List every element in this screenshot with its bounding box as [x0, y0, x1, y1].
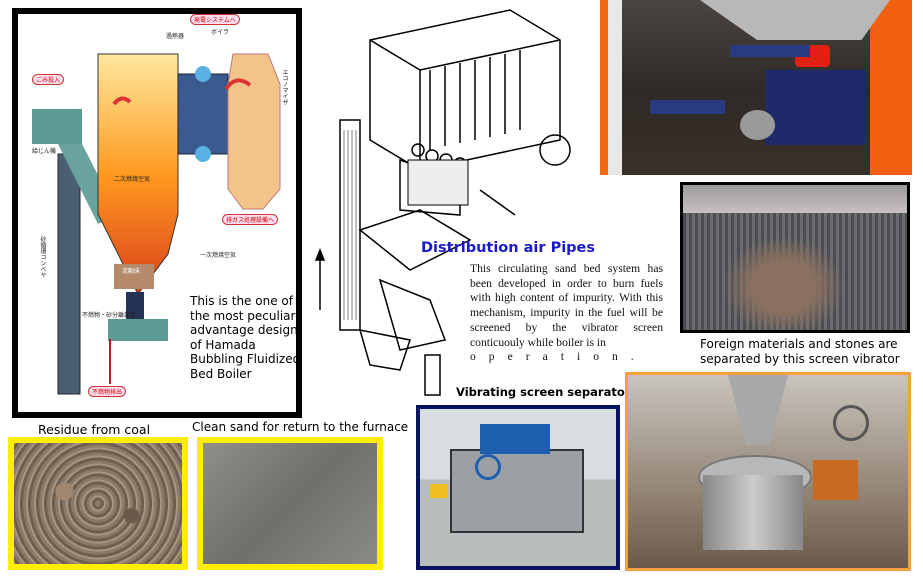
foreign-materials-caption: Foreign materials and stones are separat… — [700, 337, 900, 366]
screen-vibrator-photo — [680, 182, 910, 333]
label-fluid-bed: 流動床 — [122, 268, 141, 275]
residue-caption: Residue from coal — [38, 422, 151, 437]
orange-bin — [813, 460, 858, 500]
label-feeder: 給じん機 — [32, 148, 57, 155]
label-waste-input: ごみ投入 — [32, 74, 65, 85]
motor — [430, 484, 448, 498]
label-boiler: ボイラ — [211, 29, 230, 36]
system-description-text: This circulating sand bed system has bee… — [470, 262, 663, 349]
residue-photo — [8, 437, 188, 570]
vibrator-drum — [703, 475, 803, 550]
label-discharge: 不燃物排出 — [88, 386, 127, 397]
hopper — [480, 424, 550, 454]
circulating-sand-system-drawing — [314, 9, 571, 396]
feed-chute — [728, 375, 788, 445]
distribution-air-pipes-heading: Distribution air Pipes — [421, 240, 596, 256]
blue-frame — [650, 100, 725, 114]
label-to-exhaust: 排ガス処理設備へ — [222, 214, 279, 225]
label-to-power-system: 発電システムへ — [190, 14, 240, 25]
orange-post-right — [870, 0, 912, 175]
blue-screen-unit — [765, 70, 865, 145]
label-conveyor: 砂循環コンベヤ — [39, 236, 46, 278]
label-economizer: エコノマイザ — [281, 69, 288, 105]
label-superheater: 過熱器 — [166, 33, 185, 40]
system-description: This circulating sand bed system has bee… — [470, 262, 663, 365]
label-secondary-air: 二次燃焼空気 — [114, 176, 151, 183]
blower — [740, 110, 775, 140]
vibrating-screen-title: Vibrating screen separator — [456, 385, 631, 399]
system-description-end: operation. — [470, 350, 647, 364]
valve-wheel — [475, 454, 501, 480]
hopper — [700, 0, 890, 40]
screen-box — [450, 449, 584, 533]
screening-plant-photo — [600, 0, 912, 175]
vibrating-screen-photo — [416, 405, 620, 570]
blue-pipe — [730, 45, 810, 57]
caption-line-1: Foreign materials and stones are — [700, 337, 898, 351]
circular-vibrator-photo — [625, 372, 911, 571]
clean-sand-caption: Clean sand for return to the furnace — [192, 420, 409, 434]
screen-rim — [683, 185, 907, 213]
clean-sand-photo — [197, 437, 383, 570]
boiler-diagram-frame: 発電システムへ 過熱器 ボイラ ごみ投入 給じん機 エコノマイザ 二次燃焼空気 … — [12, 8, 302, 418]
label-primary-air: 一次燃焼空気 — [200, 252, 237, 259]
boiler-diagram-illustration — [32, 53, 281, 395]
label-sand-separator: 不燃物・砂分離装置 — [82, 312, 137, 319]
white-post — [608, 0, 622, 175]
boiler-description: This is the one of the most peculiar adv… — [190, 294, 301, 381]
valve-wheel — [833, 405, 869, 441]
caption-line-2: separated by this screen vibrator — [700, 351, 900, 366]
orange-post-left — [600, 0, 608, 175]
